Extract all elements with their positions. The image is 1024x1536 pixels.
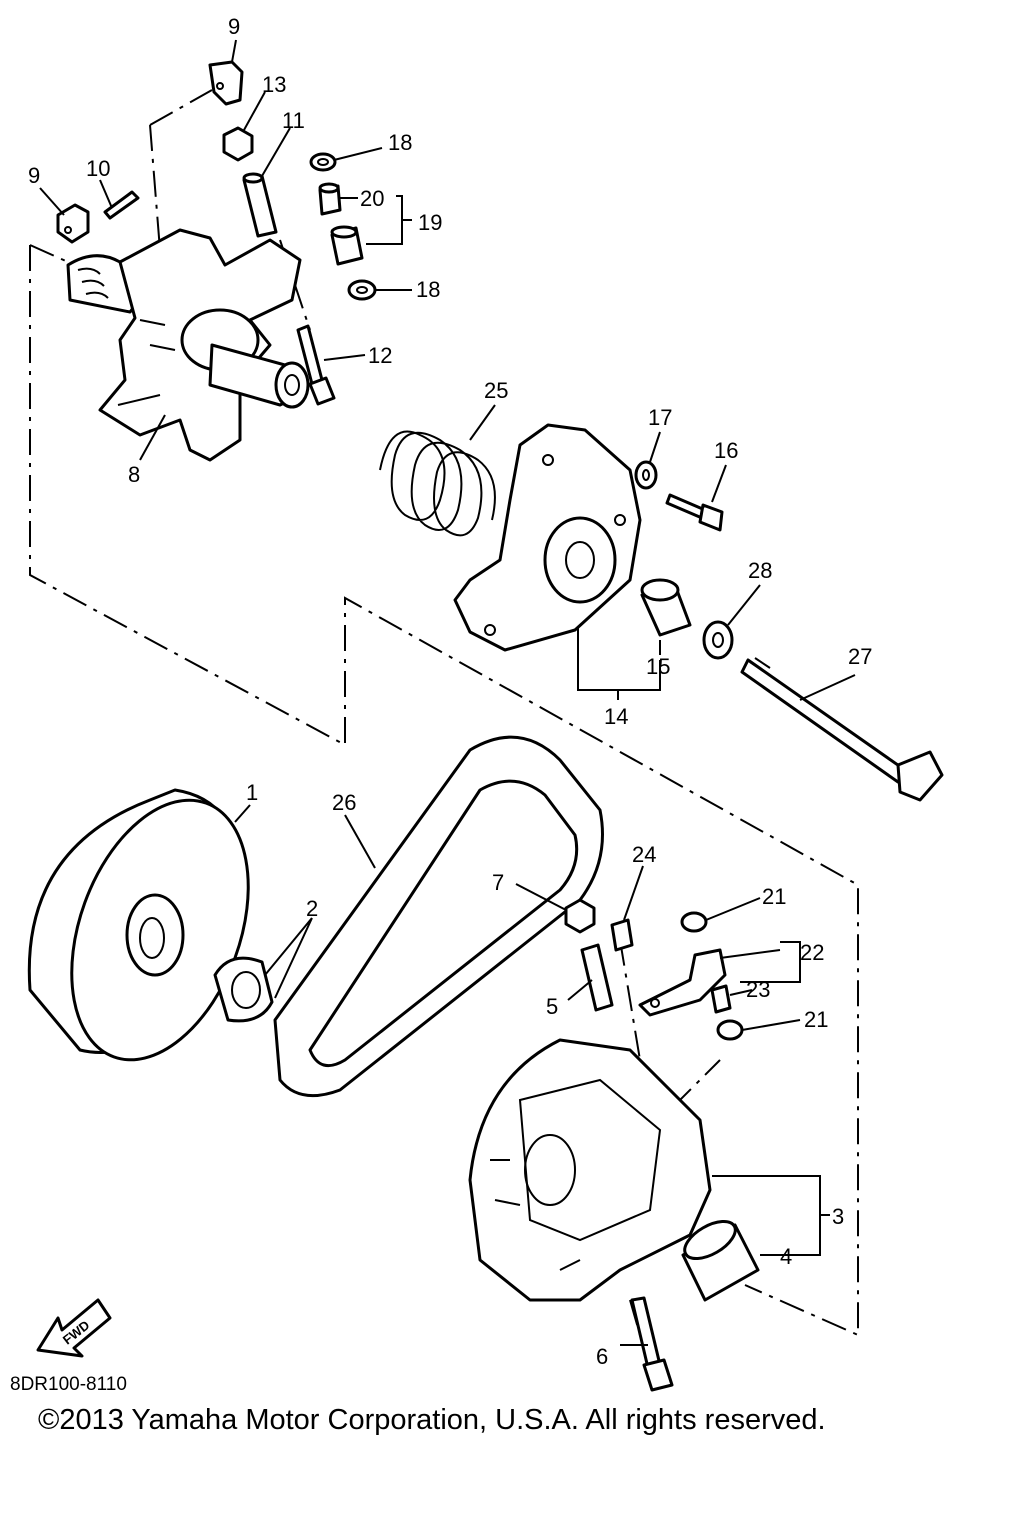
fwd-arrow-icon: FWD (36, 1298, 112, 1358)
callout-9-left: 9 (28, 163, 40, 188)
callout-11: 11 (282, 108, 305, 133)
callout-18-lower: 18 (416, 277, 440, 302)
callout-20: 20 (360, 186, 384, 211)
part-26-drive-belt (273, 735, 604, 1098)
part-14-cam-cover (453, 423, 642, 652)
part-13-nut (222, 126, 254, 162)
part-19-roller (330, 225, 364, 266)
part-6-bolt (630, 1296, 674, 1392)
part-25-spring (379, 430, 496, 537)
part-9-upper-clip (208, 60, 244, 106)
part-7-nut (564, 898, 596, 934)
part-22-arm (638, 948, 727, 1017)
callout-23: 23 (746, 977, 770, 1002)
callout-24: 24 (632, 842, 656, 867)
callout-17: 17 (648, 405, 672, 430)
callout-5: 5 (546, 994, 558, 1019)
part-27-long-bolt (740, 657, 944, 802)
callout-labels: 9 13 11 18 9 10 20 19 18 12 25 17 16 8 2… (28, 14, 872, 1369)
callout-15: 15 (646, 654, 670, 679)
callout-16: 16 (714, 438, 738, 463)
part-9-left-clip (56, 203, 90, 244)
copyright-notice: ©2013 Yamaha Motor Corporation, U.S.A. A… (38, 1404, 826, 1436)
callout-7: 7 (492, 870, 504, 895)
callout-12: 12 (368, 343, 392, 368)
callout-10: 10 (86, 156, 110, 181)
part-20-bushing (318, 182, 342, 216)
part-10-pin (103, 190, 140, 220)
part-11-sleeve (242, 172, 278, 238)
callout-9-upper: 9 (228, 14, 240, 39)
callout-21-lower: 21 (804, 1007, 828, 1032)
callout-18-upper: 18 (388, 130, 412, 155)
callout-28: 28 (748, 558, 772, 583)
part-18-lower-washer (347, 279, 377, 301)
callout-1: 1 (246, 780, 258, 805)
callout-2: 2 (306, 896, 318, 921)
part-16-bolt (665, 493, 724, 532)
part-12-bolt (296, 324, 336, 406)
part-4-bushing (681, 1219, 760, 1302)
part-3-movable-sheave (468, 1038, 712, 1302)
part-21-lower-washer (716, 1019, 744, 1041)
part-17-washer (634, 460, 658, 490)
callout-19: 19 (418, 210, 442, 235)
part-1-fixed-sheave (27, 788, 250, 1062)
leader-lines (39, 39, 856, 1346)
callout-6: 6 (596, 1344, 608, 1369)
part-5-sleeve (580, 943, 614, 1012)
callout-4: 4 (780, 1244, 792, 1269)
callout-14: 14 (604, 704, 628, 729)
callout-27: 27 (848, 644, 872, 669)
callout-22: 22 (800, 940, 824, 965)
callout-25: 25 (484, 378, 508, 403)
part-28-washer (702, 620, 734, 660)
part-2-collar (213, 956, 274, 1023)
part-23-roller (710, 984, 732, 1014)
callout-21-upper: 21 (762, 884, 786, 909)
part-8-spider-hub (66, 228, 310, 462)
part-15-bushing (640, 578, 692, 637)
callout-3: 3 (832, 1204, 844, 1229)
diagram-code: 8DR100-8110 (10, 1374, 127, 1395)
part-18-upper-washer (309, 152, 337, 172)
callout-13: 13 (262, 72, 286, 97)
callout-26: 26 (332, 790, 356, 815)
callout-8: 8 (128, 462, 140, 487)
part-24-pin (610, 918, 634, 952)
part-21-upper-washer (680, 911, 708, 933)
